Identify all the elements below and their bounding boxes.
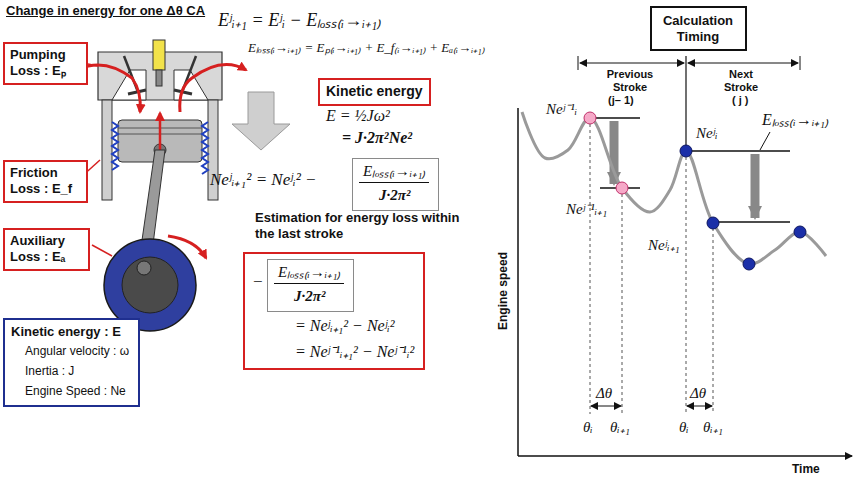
- sample-point: [707, 217, 719, 229]
- fraction-box: Eₗₒₛₛ₍ᵢ→ᵢ₊₁₎ J·2π²: [352, 158, 439, 211]
- box-text: Engine Speed : Ne: [25, 384, 126, 398]
- loss-box: Friction Loss : E_f: [3, 160, 88, 203]
- box-text: Eₗₒₛₛ₍ᵢ→ᵢ₊₁₎: [359, 162, 429, 183]
- crank-angle: θᵢ₊₁: [610, 418, 630, 436]
- flow-arrow: [232, 92, 290, 150]
- equation: Neʲᵢ₊₁² = Neʲᵢ² −: [210, 170, 317, 190]
- equation: = J·2π²Ne²: [342, 128, 412, 147]
- box-text: Angular velocity : ω: [25, 344, 129, 358]
- speed-label: Neʲ⁻¹ᵢ: [546, 100, 577, 118]
- box-text: Inertia : J: [25, 364, 74, 378]
- sample-point: [584, 112, 596, 124]
- stroke-label: (j– 1): [608, 94, 634, 107]
- sample-point: [743, 258, 755, 270]
- box-text: −: [253, 272, 263, 292]
- speed-label: Neʲᵢ₊₁: [648, 236, 680, 254]
- box-text: J·2π²: [294, 287, 325, 305]
- speed-chart: [518, 56, 852, 456]
- box-text: Kinetic energy: [326, 83, 422, 100]
- timing-box: Calculation Timing: [650, 6, 747, 51]
- axis-title: Time: [792, 462, 820, 476]
- box-text: Kinetic energy : E: [11, 324, 121, 340]
- box-text: Auxiliary Loss : Eₐ: [10, 233, 82, 264]
- diagram-title: Change in energy for one Δθ CA: [6, 3, 205, 19]
- speed-label: Neʲᵢ: [696, 124, 718, 142]
- stroke-label: ( j ): [732, 94, 749, 107]
- stroke-label: Previous Stroke: [600, 68, 660, 94]
- box-text: Estimation for energy loss within the la…: [255, 210, 480, 241]
- heading-box: Kinetic energy: [318, 78, 431, 106]
- equation: Eₗₒₛₛ₍ᵢ→ᵢ₊₁₎ = Eₚ₍ᵢ→ᵢ₊₁₎ + E_f₍ᵢ→ᵢ₊₁₎ + …: [248, 40, 485, 56]
- sample-point: [616, 182, 628, 194]
- angle-step: Δθ: [596, 384, 612, 402]
- box-text: Pumping Loss : Eₚ: [10, 47, 80, 78]
- box-text: = Neʲᵢ₊₁² − Neʲᵢ²: [295, 316, 395, 335]
- box-text: Calculation Timing: [657, 13, 739, 44]
- legend-box: Kinetic energy : E Angular velocity : ω In…: [3, 318, 140, 407]
- equation: Eʲᵢ₊₁ = Eʲᵢ − Eₗₒₛₛ₍ᵢ→ᵢ₊₁₎: [218, 10, 381, 32]
- crank-angle: θᵢ: [583, 418, 593, 436]
- box-text: J·2π²: [379, 186, 410, 204]
- estimation-box: Estimation for energy loss within the la…: [243, 252, 425, 370]
- speed-label: Neʲ⁻¹ᵢ₊₁: [566, 200, 607, 218]
- energy-loss-label: Eₗₒₛₛ₍ᵢ→ᵢ₊₁₎: [762, 110, 829, 129]
- sample-point: [680, 145, 692, 157]
- box-text: Eₗₒₛₛ₍ᵢ→ᵢ₊₁₎: [274, 263, 344, 284]
- stroke-label: Next Stroke: [716, 68, 766, 94]
- sample-point: [794, 226, 806, 238]
- axis-title: Engine speed: [496, 252, 510, 330]
- crank-angle: θᵢ₊₁: [703, 418, 723, 436]
- crank-angle: θᵢ: [679, 418, 689, 436]
- loss-box: Auxiliary Loss : Eₐ: [3, 228, 90, 271]
- box-text: Friction Loss : E_f: [10, 165, 80, 196]
- engine-speed-curve: [522, 112, 826, 264]
- angle-step: Δθ: [690, 384, 706, 402]
- loss-box: Pumping Loss : Eₚ: [3, 42, 88, 85]
- box-text: = Neʲ⁻¹ᵢ₊₁² − Neʲ⁻¹ᵢ²: [295, 342, 414, 361]
- equation: E = ½Jω²: [326, 106, 390, 125]
- fraction-box: Eₗₒₛₛ₍ᵢ→ᵢ₊₁₎ J·2π²: [267, 259, 354, 312]
